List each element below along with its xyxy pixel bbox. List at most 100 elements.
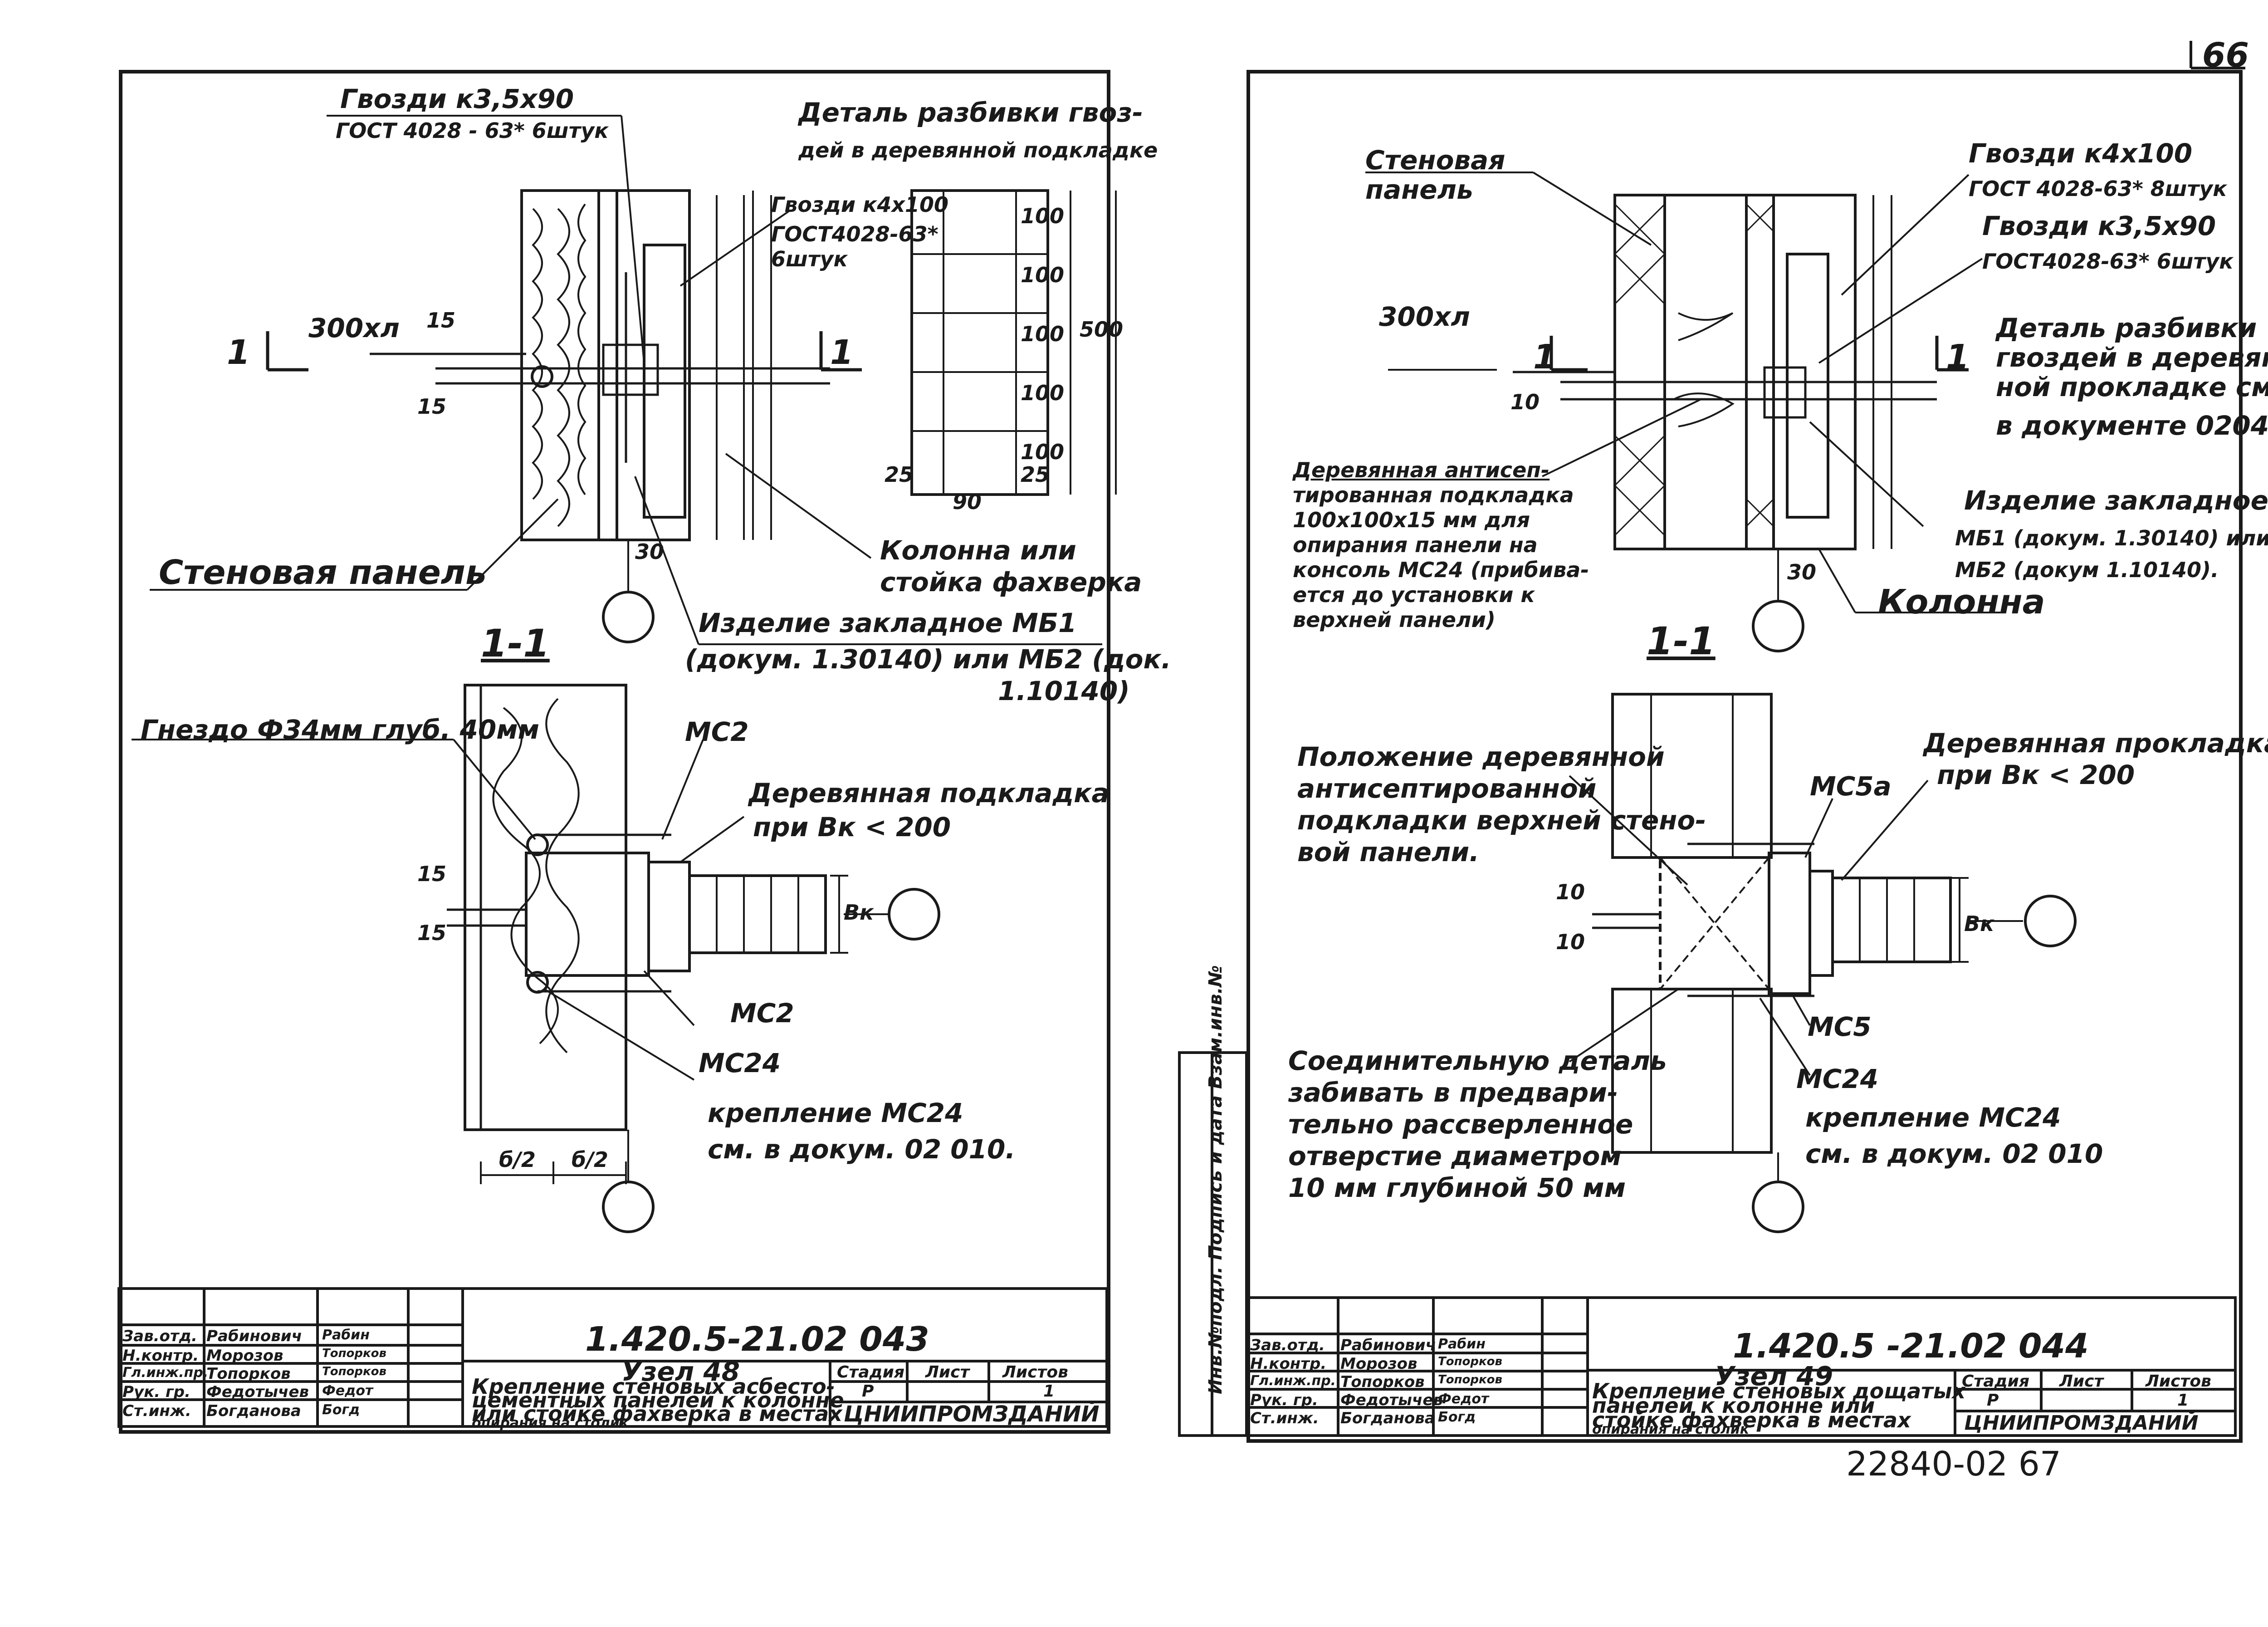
right-sheets: 1 [2177, 1391, 2189, 1410]
left-mc24-doc: см. в докум. 02 010. [708, 1134, 1016, 1165]
left-nails-k4: Гвозди к4х100 [771, 192, 949, 217]
left-detail-title-2: дей в деревянной подкладке [798, 138, 1158, 162]
left-tb-sign-1: Рабин [322, 1327, 370, 1343]
bottom-number: 22840-02 67 [1846, 1445, 2061, 1484]
left-tb-name-3: Топорков [206, 1365, 291, 1383]
right-wood-pad: Деревянная прокладка [1923, 728, 2268, 759]
right-detail-2: гвоздей в деревян- [1996, 342, 2268, 373]
right-stage: Р [1987, 1391, 1999, 1410]
left-drawing-sheet [119, 70, 1110, 1434]
left-stage: Р [862, 1382, 874, 1401]
left-tb-sign-2: Топорков [322, 1347, 386, 1360]
left-b2b: б/2 [572, 1147, 608, 1172]
right-tb-name-3: Топорков [1340, 1373, 1425, 1391]
right-wood-anti-2: тированная подкладка [1293, 483, 1574, 507]
left-desc-1: Крепление стеновых асбесто- [472, 1374, 835, 1399]
left-section-mark-b: 1 [830, 333, 854, 372]
left-node: Узел 48 [621, 1356, 740, 1387]
right-dim-30: 30 [1787, 560, 1817, 584]
right-tb-sign-1: Рабин [1438, 1336, 1486, 1352]
right-wood-anti-3: 100х100х15 мм для [1293, 508, 1530, 532]
right-tb-sign-4: Федот [1438, 1391, 1489, 1407]
right-nails-k35-gost: ГОСТ4028-63* 6штук [1982, 249, 2234, 274]
right-mark-300: 300хл [1379, 301, 1470, 332]
right-desc-1: Крепление стеновых дощатых [1592, 1379, 1966, 1403]
left-detail-dim-25a: 25 [885, 462, 914, 487]
left-sheets: 1 [1043, 1382, 1055, 1401]
right-tb-sign-2: Топорков [1438, 1355, 1502, 1368]
left-nails-k4-gost: ГОСТ4028-63* [771, 222, 938, 246]
right-tb-role-4: Рук. гр. [1250, 1391, 1318, 1409]
right-drawing-sheet [1246, 70, 2243, 1443]
right-section-mark-b: 1 [1946, 338, 1970, 377]
left-tb-role-3: Гл.инж.пр. [122, 1365, 209, 1381]
left-column-label: Колонна или [880, 535, 1076, 566]
left-tb-name-4: Федотычев [206, 1383, 309, 1401]
left-dim-15c: 15 [417, 862, 447, 886]
right-dim-10b: 10 [1556, 930, 1585, 954]
right-mc24: МС24 [1796, 1063, 1878, 1094]
right-nails-k4-gost: ГОСТ 4028-63* 8штук [1969, 176, 2227, 201]
left-dim-15a: 15 [426, 308, 456, 333]
left-column-label-2: стойка фахверка [880, 567, 1142, 598]
right-wood-anti-4: опирания панели на [1293, 533, 1538, 557]
right-doc-code: 1.420.5 -21.02 044 [1733, 1327, 2089, 1366]
left-detail-dim-4: 100 [1021, 381, 1065, 405]
right-wall-panel: Стеновая [1365, 145, 1505, 176]
right-desc-2: панелей к колонне или [1592, 1393, 1875, 1418]
left-detail-dim-2: 100 [1021, 263, 1065, 287]
right-axis-bubble-mid [2024, 895, 2077, 947]
right-bk: Вк [1964, 912, 1994, 936]
left-detail-dim-3: 100 [1021, 322, 1065, 346]
right-wood-anti-1: Деревянная антисеп- [1293, 458, 1550, 482]
left-desc-3: или стойке фахверка в местах [472, 1402, 842, 1426]
right-tb-name-2: Морозов [1340, 1355, 1418, 1373]
right-conn-4: отверстие диаметром [1288, 1141, 1622, 1171]
right-mc5a: МС5а [1810, 771, 1892, 802]
left-mc2-bottom: МС2 [730, 998, 794, 1029]
right-embedded-3: МБ2 (докум 1.10140). [1955, 558, 2219, 582]
right-wood-anti-5: консоль МС24 (прибива- [1293, 558, 1589, 582]
left-doc-code: 1.420.5-21.02 043 [585, 1320, 929, 1359]
right-desc-3: стойке фахверка в местах [1592, 1408, 1911, 1432]
left-title-block [117, 1287, 1108, 1428]
left-sheet-header: Лист [925, 1363, 970, 1382]
right-dim-10: 10 [1510, 390, 1540, 414]
left-nails-k4-count: 6штук [771, 247, 848, 271]
left-bk: Вк [844, 900, 874, 925]
right-mc5: МС5 [1808, 1011, 1872, 1042]
right-detail-3: ной прокладке см. [1996, 372, 2268, 402]
right-column: Колонна [1878, 583, 2045, 622]
left-detail-dim-500: 500 [1080, 317, 1124, 342]
left-nails-top-gost: ГОСТ 4028 - 63* 6штук [336, 118, 609, 143]
right-wall-panel-top [1613, 194, 1666, 550]
left-detail-dim-1: 100 [1021, 204, 1065, 228]
left-tb-role-1: Зав.отд. [122, 1327, 197, 1345]
left-stage-header: Стадия [837, 1363, 904, 1382]
right-pos-3: подкладки верхней стено- [1297, 805, 1706, 836]
left-mc24: МС24 [699, 1048, 781, 1078]
right-wall-panel-2: панель [1365, 174, 1473, 205]
right-node: Узел 49 [1715, 1361, 1833, 1392]
right-wood-anti-7: верхней панели) [1293, 608, 1496, 632]
right-section-11: 1-1 [1647, 619, 1716, 663]
left-wall-panel-section [464, 684, 627, 1131]
left-detail-dim-25b: 25 [1021, 462, 1050, 487]
right-sheets-header: Листов [2146, 1372, 2211, 1391]
right-tb-role-2: Н.контр. [1250, 1355, 1327, 1373]
right-pos-2: антисептированной [1297, 773, 1597, 804]
right-stage-header: Стадия [1962, 1372, 2029, 1391]
right-embedded-1: Изделие закладное [1964, 485, 2268, 516]
left-tb-role-2: Н.контр. [122, 1347, 199, 1365]
nail-detail-grid [910, 189, 1049, 496]
right-tb-role-3: Гл.инж.пр. [1250, 1373, 1336, 1389]
left-mc2-top: МС2 [685, 716, 749, 747]
right-conn-2: забивать в предвари- [1288, 1077, 1618, 1108]
right-detail-1: Деталь разбивки [1996, 313, 2257, 343]
left-tb-name-5: Богданова [206, 1402, 301, 1420]
left-tb-sign-4: Федот [322, 1383, 373, 1399]
left-tb-role-4: Рук. гр. [122, 1383, 191, 1401]
right-axis-bubble-bottom [1752, 1181, 1804, 1233]
left-embedded-3: 1.10140) [998, 676, 1130, 706]
